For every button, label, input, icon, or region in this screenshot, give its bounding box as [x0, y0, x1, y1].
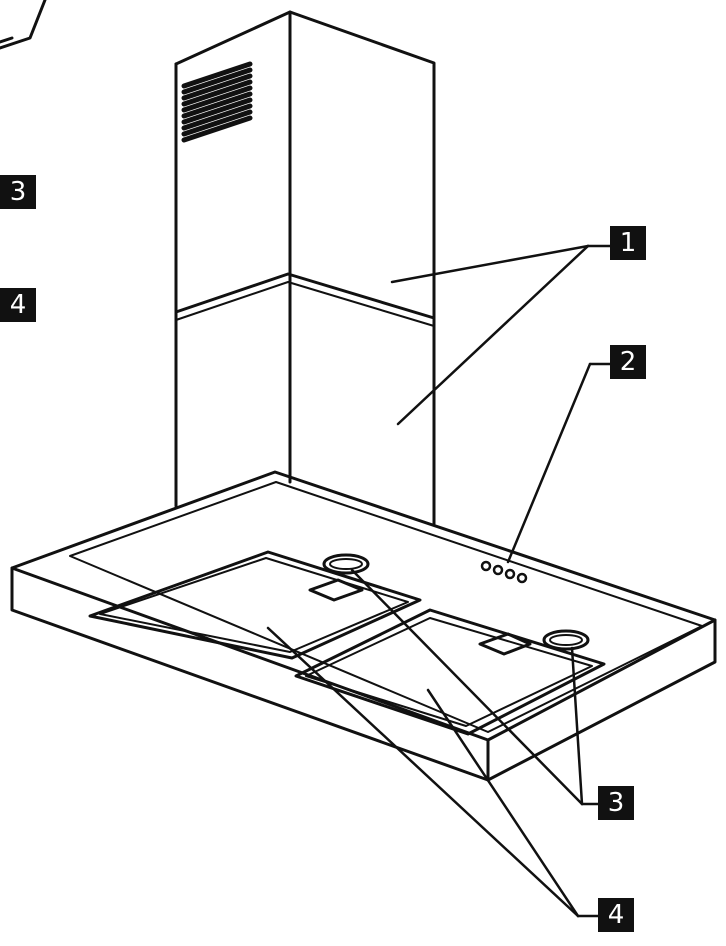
side-label-4: 4: [0, 288, 36, 322]
leader-lines: [266, 244, 612, 918]
callout-1-chimney: 1: [610, 226, 646, 260]
chimney: [174, 10, 436, 526]
side-label-3: 3: [0, 175, 36, 209]
callout-3-lights: 3: [598, 786, 634, 820]
callout-2-controls: 2: [610, 345, 646, 379]
vent-grille: [181, 61, 253, 143]
inset-fragment: [0, 0, 47, 50]
lights: [322, 553, 590, 651]
canopy: [10, 470, 717, 782]
grease-filters: [88, 550, 606, 736]
control-panel: [480, 560, 528, 584]
callout-4-filters: 4: [598, 898, 634, 932]
